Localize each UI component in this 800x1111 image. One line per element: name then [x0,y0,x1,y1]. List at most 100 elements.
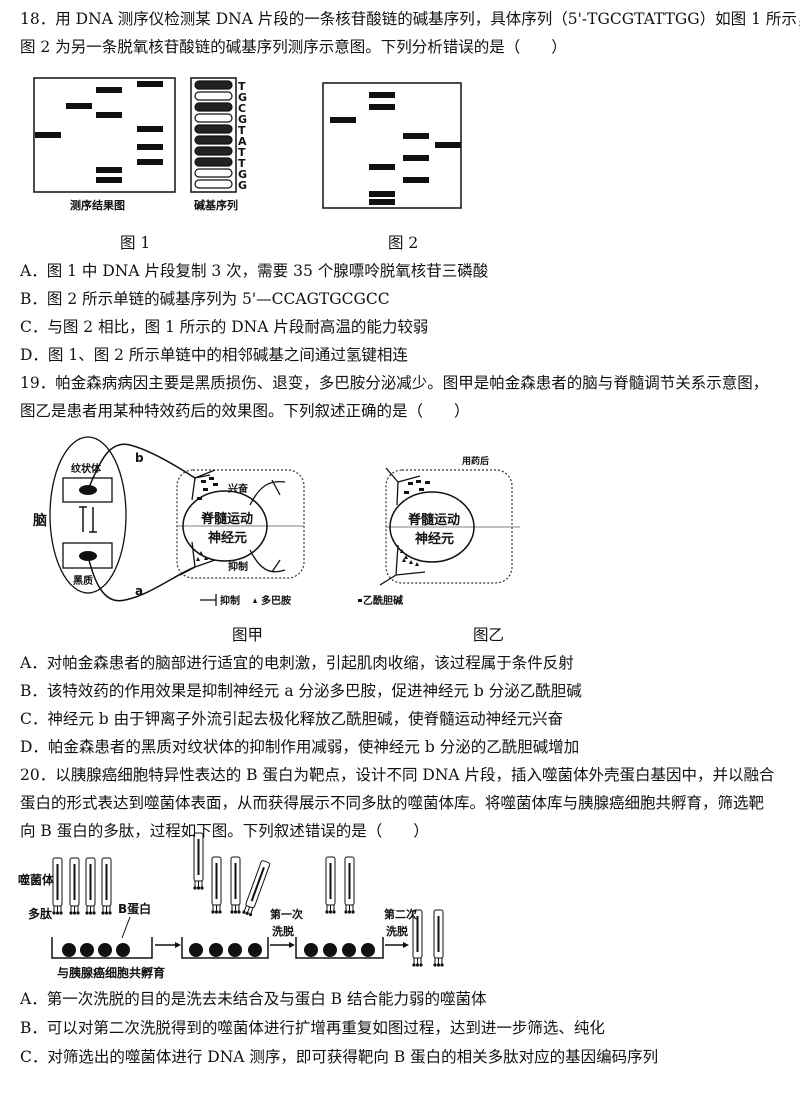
figure-yi: 用药后 脊髓运动 神经元 乙酰胆碱 [358,455,520,607]
sequence-band [194,124,233,134]
q20-stem-line-1: 20．以胰腺癌细胞特异性表达的 B 蛋白为靶点，设计不同 DNA 片段，插入噬菌… [20,766,775,784]
label-inhibit: 抑制 [228,560,248,573]
sequence-band [194,91,233,101]
gel-band [369,164,395,170]
caption-figure-yi: 图乙 [473,626,505,644]
sequence-band [194,168,233,178]
gel-band [369,199,395,205]
gel-band [35,132,61,138]
q19-stem-line-1: 19．帕金森病病因主要是黑质损伤、退变，多巴胺分泌减少。图甲是帕金森患者的脑与脊… [20,374,769,392]
gel-band [330,117,356,123]
gel-band [369,104,395,110]
tumor-cell [228,943,242,957]
sequence-letter: C [238,102,246,115]
label-phage: 噬菌体 [18,872,55,887]
tumor-cell [342,943,356,957]
caption-figure-jia: 图甲 [232,626,264,644]
label-substantia: 黑质 [73,574,93,587]
tumor-cell [98,943,112,957]
tumor-cell [62,943,76,957]
figure-1-sequence: TGCGTATTGG 碱基序列 [190,77,247,212]
q18-stem-line-1: 18．用 DNA 测序仪检测某 DNA 片段的一条核苷酸链的碱基序列，具体序列（… [20,10,800,28]
gel-band [137,126,163,132]
sequence-band [194,157,233,167]
gel-band [369,191,395,197]
legend-acetylcholine: 乙酰胆碱 [363,594,403,607]
label-motor-neuron-2: 神经元 [208,530,247,546]
tumor-cell [209,943,223,957]
tumor-cell [304,943,318,957]
gel-band [403,177,429,183]
phage [230,856,241,914]
label-neuron-b: b [135,451,144,465]
legend-dopamine: 多巴胺 [261,594,291,607]
q20-option-c: C．对筛选出的噬菌体进行 DNA 测序，即可获得靶向 B 蛋白的相关多肽对应的基… [20,1048,659,1066]
sequence-letter: G [238,113,247,126]
label-wash1: 第一次 [270,907,303,921]
phage [344,856,355,914]
sequence-letter: G [238,91,247,104]
phage [69,857,80,915]
figure-1-gel: 测序结果图 [33,77,176,212]
figure-jia: 脑 纹状体 黑质 b a 兴奋 抑制 脊髓运动 神经元 抑制 多巴胺 [33,436,305,607]
sequence-letter: G [238,179,247,192]
q19-option-b: B．该特效药的作用效果是抑制神经元 a 分泌多巴胺，促进神经元 b 分泌乙酰胆碱 [20,682,582,700]
gel-band [137,144,163,150]
phage [193,832,204,890]
phage [433,909,444,967]
sequence-letter: T [238,146,246,159]
phage [85,857,96,915]
gel-band [66,103,92,109]
label-b-protein: B蛋白 [118,901,151,916]
tumor-cell [80,943,94,957]
label-wash2-elute: 洗脱 [386,924,408,938]
tumor-cell [323,943,337,957]
gel-band [137,81,163,87]
q18-option-d: D．图 1、图 2 所示单链中的相邻碱基之间通过氢键相连 [20,346,408,364]
culture-dish [295,937,384,959]
q19-option-c: C．神经元 b 由于钾离子外流引起去极化释放乙酰胆碱，使脊髓运动神经元兴奋 [20,710,564,728]
gel-band [403,155,429,161]
gel-band [96,177,122,183]
culture-dish [181,937,269,959]
label-motor-neuron-2: 神经元 [415,531,454,547]
q19-option-d: D．帕金森患者的黑质对纹状体的抑制作用减弱，使神经元 b 分泌的乙酰胆碱增加 [20,738,580,756]
tumor-cell [248,943,262,957]
sequence-letter: T [238,157,246,170]
tumor-cell [116,943,130,957]
label-wash1-elute: 洗脱 [272,924,294,938]
label-brain: 脑 [33,512,47,529]
gel-band [96,167,122,173]
q19-stem-line-2: 图乙是患者用某种特效药后的效果图。下列叙述正确的是（ ） [20,402,470,420]
sequence-letter: T [238,124,246,137]
q20-stem-line-2: 蛋白的形式表达到噬菌体表面，从而获得展示不同多肽的噬菌体库。将噬菌体库与胰腺癌细… [20,794,765,812]
phage [52,857,63,915]
phage [211,856,222,914]
gel-band [96,87,122,93]
label-incubate: 与胰腺癌细胞共孵育 [57,965,165,980]
q20-option-a: A．第一次洗脱的目的是洗去未结合及与蛋白 B 结合能力弱的噬菌体 [20,990,487,1008]
caption-figure-1: 图 1 [120,234,151,252]
legend-inhibit: 抑制 [220,594,240,607]
label-neuron-a: a [135,584,143,598]
seq-label: 碱基序列 [194,198,238,212]
label-excite: 兴奋 [228,482,249,495]
label-peptide: 多肽 [28,906,53,921]
culture-dish [51,937,153,959]
gel-band [96,112,122,118]
sequence-letter: T [238,80,246,93]
label-striatum: 纹状体 [71,462,102,475]
gel-band [137,159,163,165]
label-motor-neuron-1: 脊髓运动 [200,511,253,527]
sequence-band [194,146,233,156]
label-motor-neuron-1: 脊髓运动 [407,512,460,528]
caption-figure-2: 图 2 [388,234,419,252]
gel-band [403,133,429,139]
tumor-cell [361,943,375,957]
phage [101,857,112,915]
q20-option-b: B．可以对第二次洗脱得到的噬菌体进行扩增再重复如图过程，达到进一步筛选、纯化 [20,1019,605,1037]
phage [242,860,271,917]
sequence-band [194,113,233,123]
q18-option-a: A．图 1 中 DNA 片段复制 3 次，需要 35 个腺嘌呤脱氧核苷三磷酸 [20,262,489,280]
